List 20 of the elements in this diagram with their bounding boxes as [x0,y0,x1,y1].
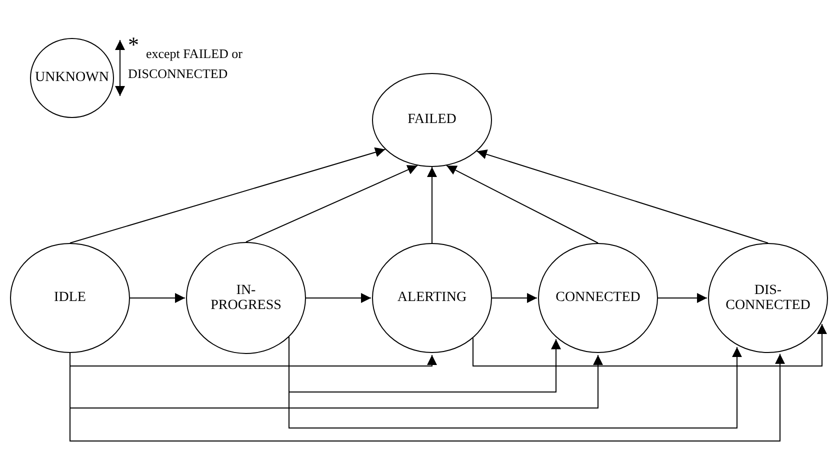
arrow [70,352,603,408]
arrow [70,352,437,366]
state-label: IN- PROGRESS [210,282,282,314]
arrow [306,293,372,303]
state-label: DIS- CONNECTED [724,282,812,314]
arrow [492,293,538,303]
state-label: CONNECTED [554,290,642,306]
arrow [476,149,768,244]
arrow [130,293,186,303]
arrow [246,165,418,242]
state-label: FAILED [406,112,458,128]
arrow [446,165,598,244]
arrow [70,147,386,244]
state-label: UNKNOWN [34,70,110,86]
arrow [288,336,561,392]
state-label: IDLE [53,290,87,306]
arrow [70,352,785,442]
arrow [658,293,708,303]
arrow [427,166,437,244]
state-label: ALERTING [396,290,468,306]
